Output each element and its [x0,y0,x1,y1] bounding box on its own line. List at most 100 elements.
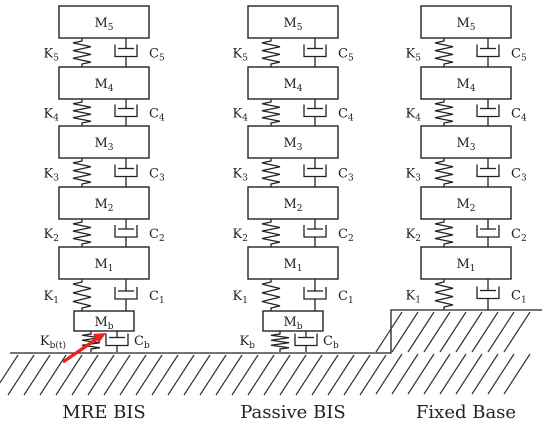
spring [434,38,454,67]
damper-label: C1 [511,289,527,306]
spring [261,279,281,311]
damper-label: C2 [511,227,527,244]
fixed-base-caption: Fixed Base [416,402,516,423]
damper-label: C2 [149,227,165,244]
mass-box [420,246,512,280]
spring-label: K2 [406,227,421,244]
damper-label: C3 [149,167,165,184]
spring [72,279,92,311]
spring [72,158,92,187]
damper [114,99,138,126]
mre-bis-caption: MRE BIS [62,402,146,423]
mass-label: M4 [283,77,302,94]
base-mass-box [73,310,135,332]
mass-box [58,5,150,39]
spring [261,158,281,187]
base-spring-label: Kb [240,334,256,351]
mass-label: M5 [456,16,475,33]
damper [303,99,327,126]
ground-layer [0,309,542,396]
base-damper [294,331,318,352]
damper [303,38,327,67]
mass-label: M3 [94,136,113,153]
damper-label: C5 [338,47,354,64]
damper-label: C1 [338,289,354,306]
damper [303,279,327,311]
spring-label: K4 [233,107,249,124]
damper [303,158,327,187]
mass-box [247,246,339,280]
spring-label: K5 [233,47,249,64]
spring-label: K5 [406,47,422,64]
mass-box [58,66,150,100]
spring-label: K1 [406,289,421,306]
spring [434,158,454,187]
spring-label: K4 [44,107,60,124]
control-arrow-icon [62,333,106,364]
damper [476,99,500,126]
spring [72,99,92,126]
spring-label: K1 [44,289,59,306]
base-damper-label: Cb [323,334,339,351]
spring-label: K2 [233,227,248,244]
mass-label: M3 [456,136,475,153]
mass-box [247,66,339,100]
base-spring-label: Kb(t) [40,334,66,351]
spring-label: K3 [44,167,60,184]
ground-hatching [0,311,531,396]
damper [114,279,138,311]
base-mass-label: Mb [94,315,113,332]
damper-label: C5 [511,47,527,64]
damper [114,158,138,187]
damper-label: C5 [149,47,165,64]
damper-label: C4 [338,107,354,124]
mass-label: M4 [456,77,475,94]
mass-box [247,186,339,220]
damper-label: C2 [338,227,354,244]
mass-label: M5 [94,16,113,33]
spring-label: K4 [406,107,422,124]
mass-label: M1 [94,257,113,274]
mass-box [420,186,512,220]
damper-label: C1 [149,289,165,306]
mass-box [247,125,339,159]
damper-label: C4 [149,107,165,124]
damper [114,38,138,67]
mass-label: M3 [283,136,302,153]
spring-label: K3 [406,167,422,184]
base-damper-label: Cb [134,334,150,351]
mass-label: M1 [283,257,302,274]
spring-label: K3 [233,167,249,184]
mass-box [420,66,512,100]
damper [476,38,500,67]
base-mass-label: Mb [283,315,302,332]
base-spring [270,331,290,352]
mass-label: M2 [456,197,475,214]
spring [261,38,281,67]
ground-line [10,309,542,354]
mass-label: M1 [456,257,475,274]
mass-box [420,125,512,159]
spring-label: K5 [44,47,60,64]
mass-label: M4 [94,77,113,94]
damper [303,219,327,247]
mass-box [58,246,150,280]
mass-box [420,5,512,39]
base-damper [105,331,129,352]
spring [434,219,454,247]
mass-box [58,125,150,159]
spring [261,99,281,126]
base-mass-box [262,310,324,332]
mass-label: M5 [283,16,302,33]
mass-label: M2 [94,197,113,214]
spring [261,219,281,247]
damper [114,219,138,247]
spring-label: K2 [44,227,59,244]
spring-label: K1 [233,289,248,306]
mass-box [247,5,339,39]
mass-box [58,186,150,220]
